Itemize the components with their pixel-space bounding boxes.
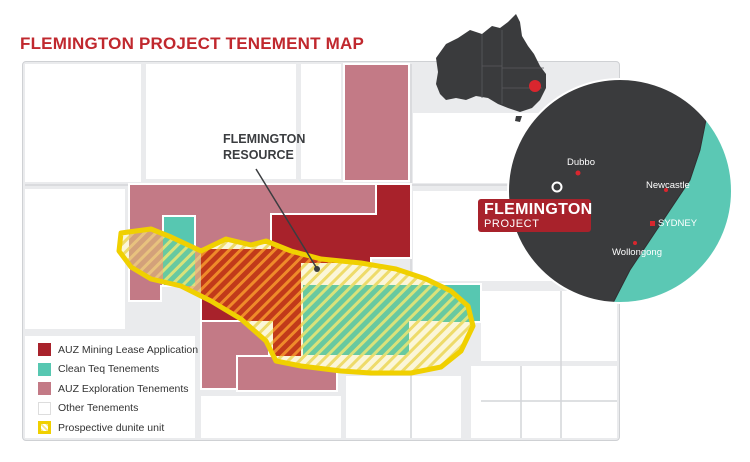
city-label-wollongong: Wollongong: [612, 247, 663, 258]
resource-label-line2: RESOURCE: [223, 148, 294, 162]
map-legend: AUZ Mining Lease Application Clean Teq T…: [38, 340, 198, 438]
legend-swatch-other: [38, 401, 51, 415]
legend-item-clean-teq: Clean Teq Tenements: [38, 360, 198, 380]
legend-label: Other Tenements: [58, 402, 139, 415]
wollongong-marker: [633, 241, 637, 245]
city-label-dubbo: Dubbo: [567, 157, 595, 168]
project-name: FLEMINGTON: [484, 201, 593, 218]
legend-label: Prospective dunite unit: [58, 421, 165, 434]
project-subtitle: PROJECT: [484, 218, 540, 230]
legend-swatch-exploration: [38, 382, 51, 396]
city-label-newcastle: Newcastle: [646, 180, 690, 191]
legend-label: AUZ Exploration Tenements: [58, 382, 189, 395]
legend-label: Clean Teq Tenements: [58, 363, 160, 376]
legend-item-exploration: AUZ Exploration Tenements: [38, 379, 198, 399]
legend-item-dunite: Prospective dunite unit: [38, 418, 198, 438]
legend-label: AUZ Mining Lease Application: [58, 343, 199, 356]
resource-label-line1: FLEMINGTON: [223, 132, 306, 146]
legend-swatch-mining-lease: [38, 343, 51, 357]
city-label-sydney: SYDNEY: [658, 218, 698, 229]
resource-pointer: [255, 168, 320, 272]
sydney-marker: [650, 221, 655, 226]
legend-item-other: Other Tenements: [38, 399, 198, 419]
map-title: FLEMINGTON PROJECT TENEMENT MAP: [20, 34, 365, 53]
resource-label: FLEMINGTON RESOURCE: [223, 131, 305, 163]
project-badge: FLEMINGTON PROJECT: [478, 199, 593, 232]
legend-swatch-dunite: [38, 421, 51, 435]
legend-swatch-clean-teq: [38, 362, 51, 376]
legend-item-mining-lease: AUZ Mining Lease Application: [38, 340, 198, 360]
